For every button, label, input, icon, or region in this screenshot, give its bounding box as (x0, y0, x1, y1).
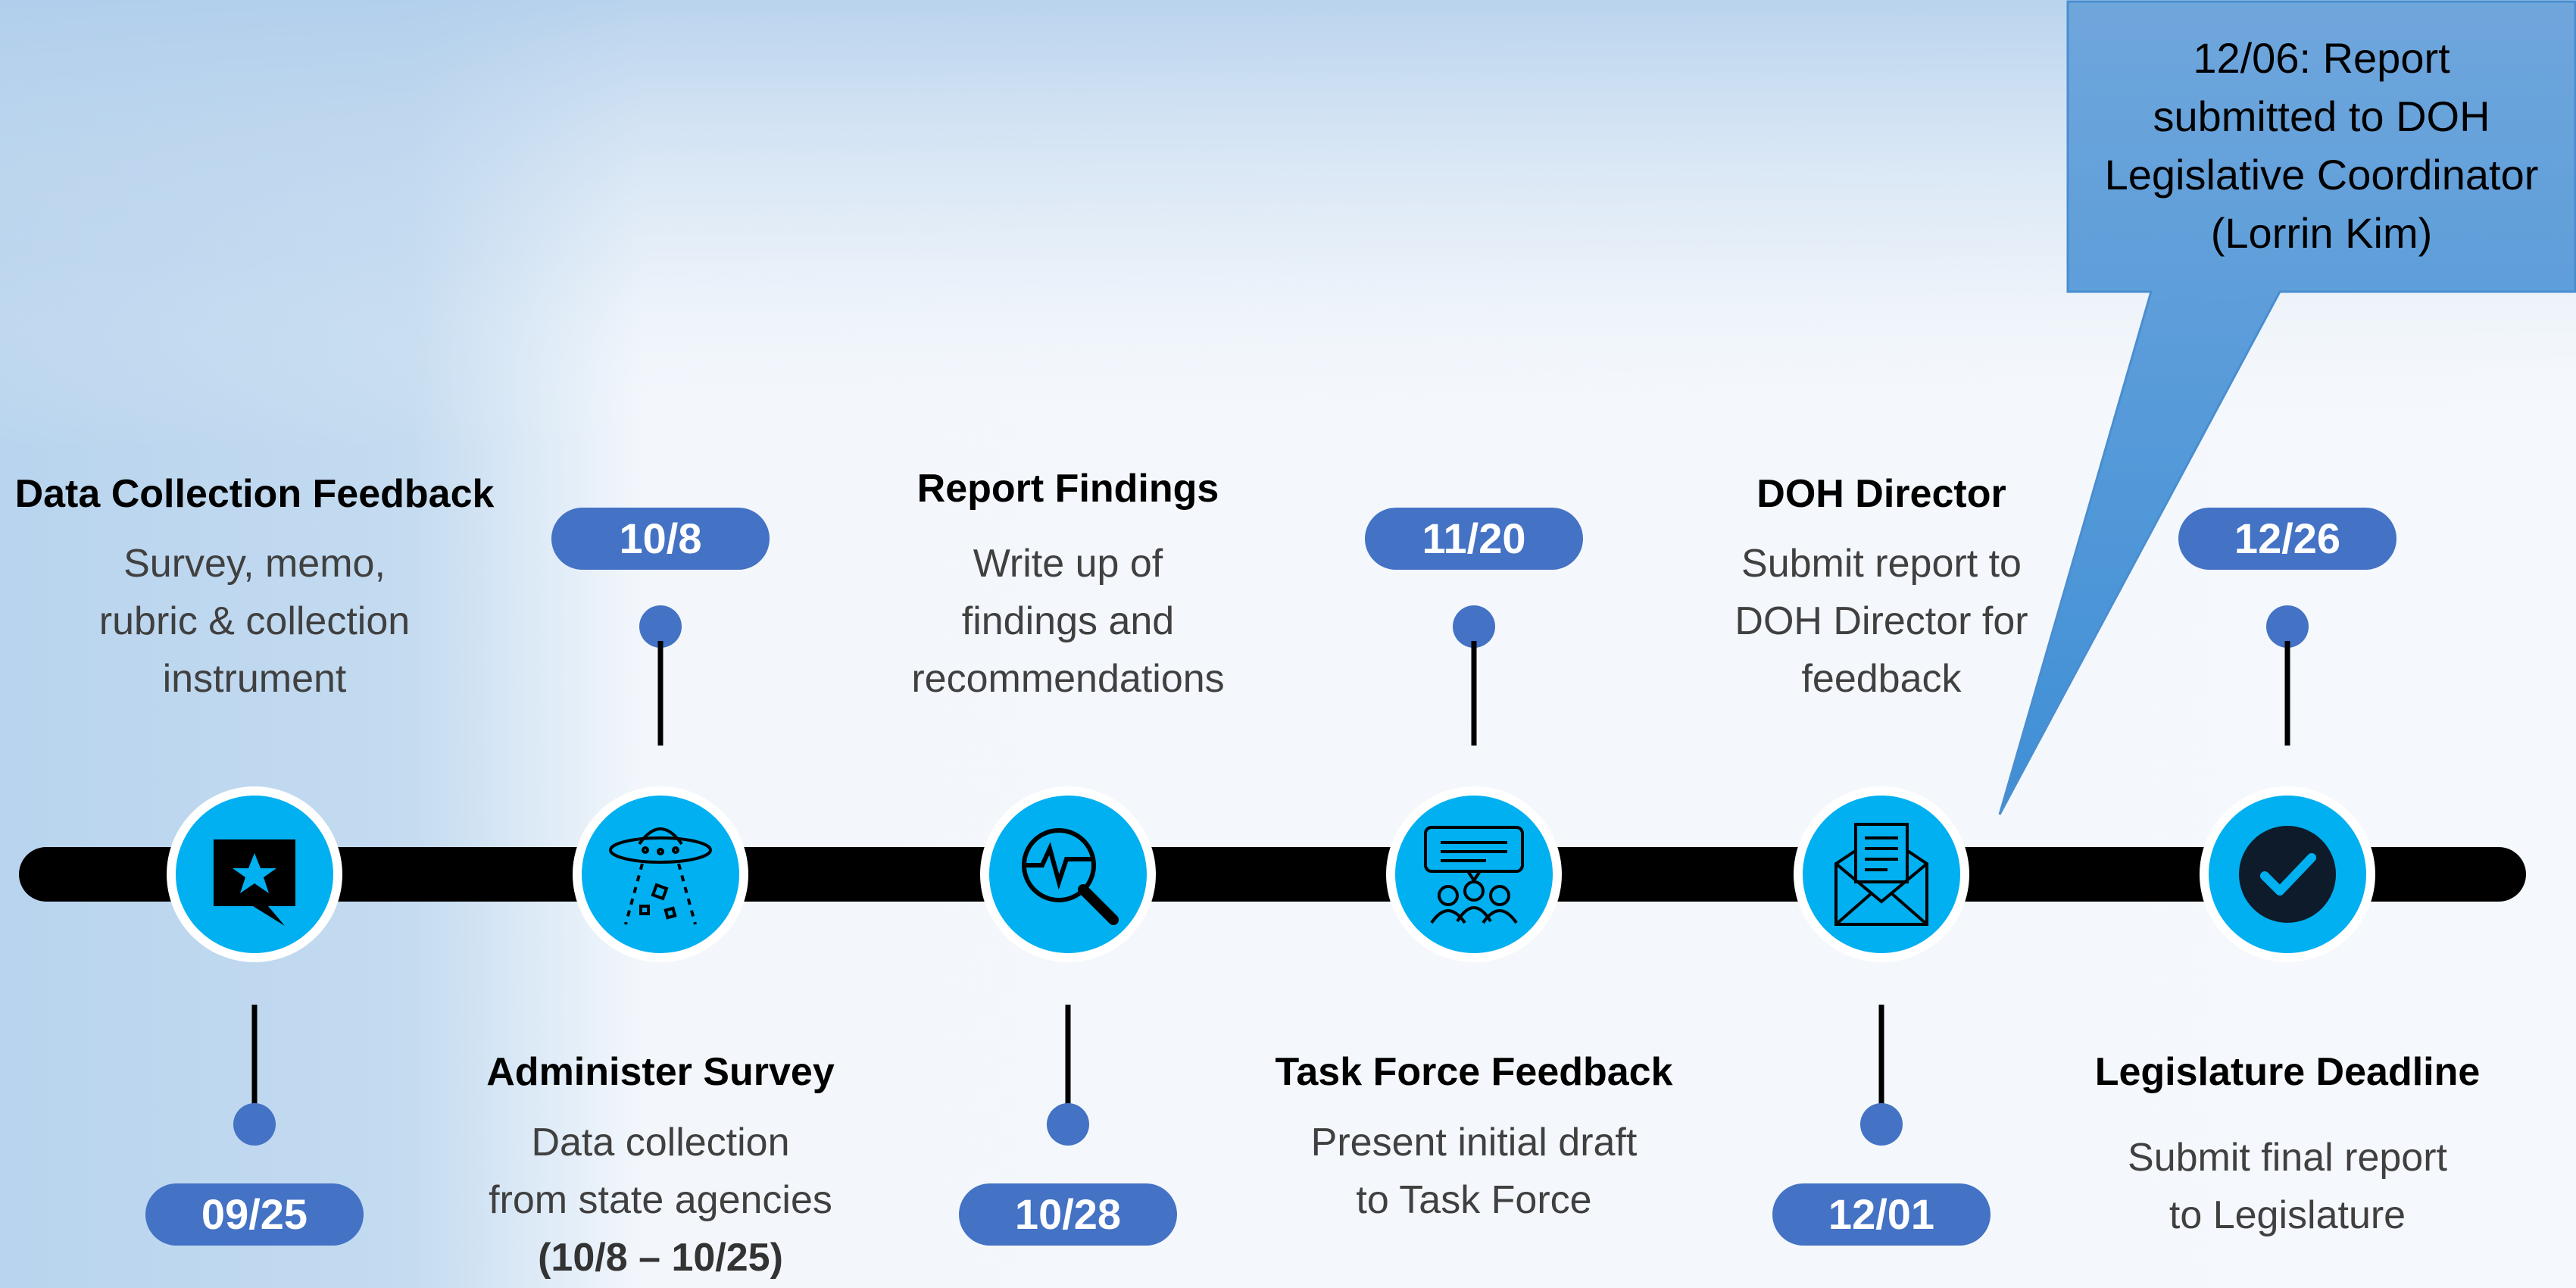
milestone-icon-circle (1395, 796, 1553, 953)
milestone-desc: Present initial draft to Task Force (1311, 1114, 1638, 1229)
desc-line: Data collection (531, 1121, 790, 1165)
desc-line: Write up of (973, 542, 1163, 586)
desc-line: to Task Force (1356, 1178, 1592, 1222)
milestone-icon-circle (1803, 796, 1960, 953)
chat-star-icon (214, 839, 295, 926)
milestone-dot (1453, 605, 1495, 648)
timeline-bar (19, 847, 2526, 902)
desc-line: from state agencies (489, 1178, 832, 1222)
callout-line: (Lorrin Kim) (2210, 209, 2433, 257)
desc-line: recommendations (911, 657, 1225, 701)
desc-line: findings and (961, 599, 1175, 643)
desc-line: Present initial draft (1310, 1121, 1638, 1165)
desc-line: rubric & collection (98, 599, 411, 643)
milestone-title: Data Collection Feedback (14, 472, 495, 516)
milestone-desc: Submit final report to Legislature (2128, 1129, 2447, 1244)
milestone-icon-circle (176, 796, 333, 953)
checkmark-icon (2239, 826, 2336, 923)
milestone-icon-circle (989, 796, 1147, 953)
date-pill: 10/8 (551, 508, 770, 570)
desc-line: instrument (162, 657, 347, 701)
milestone-title: Legislature Deadline (2094, 1050, 2481, 1094)
milestone-title: Task Force Feedback (1275, 1050, 1673, 1094)
milestone-stem (2284, 641, 2290, 746)
callout-text: 12/06: Report submitted to DOH Legislati… (2068, 29, 2575, 262)
date-pill: 12/26 (2178, 508, 2396, 570)
date-pill: 11/20 (1365, 508, 1583, 570)
milestone-title: Administer Survey (486, 1050, 835, 1094)
date-pill: 09/25 (145, 1183, 364, 1246)
desc-line: Submit report to (1741, 542, 2022, 586)
milestone-dot (233, 1103, 276, 1146)
milestone-dot (1047, 1103, 1089, 1146)
milestone-icon-circle (582, 796, 739, 953)
callout-line: submitted to DOH (2153, 92, 2490, 140)
desc-line: Submit final report (2128, 1136, 2447, 1180)
milestone-title: DOH Director (1756, 472, 2006, 516)
group-presentation-icon (1424, 826, 1524, 924)
milestone-title: Report Findings (916, 467, 1219, 511)
ufo-icon (609, 827, 712, 925)
milestone-stem (1471, 641, 1477, 746)
desc-line: Survey, memo, (123, 542, 386, 586)
milestone-dot (639, 605, 682, 648)
desc-line: to Legislature (2169, 1193, 2406, 1237)
milestone-desc: Submit report to DOH Director for feedback (1735, 535, 2028, 708)
magnifier-chart-icon (1022, 828, 1119, 925)
milestone-stem (1878, 1005, 1884, 1111)
milestone-desc: Write up of findings and recommendations (911, 535, 1224, 708)
milestone-desc: Survey, memo, rubric & collection instrume… (99, 535, 410, 708)
desc-date-range: (10/8 – 10/25) (538, 1236, 783, 1280)
envelope-letter-icon (1834, 823, 1928, 926)
milestone-desc: Data collection from state agencies (10/8 … (489, 1114, 832, 1286)
milestone-icon-circle (2209, 796, 2366, 953)
callout-line: Legislative Coordinator (2104, 151, 2539, 199)
desc-line: feedback (1801, 657, 1962, 701)
desc-line: DOH Director for (1735, 599, 2028, 643)
date-pill: 10/28 (959, 1183, 1177, 1246)
milestone-stem (657, 641, 664, 746)
milestone-dot (2266, 605, 2309, 648)
callout-line: 12/06: Report (2193, 34, 2450, 82)
milestone-stem (251, 1005, 258, 1111)
milestone-stem (1065, 1005, 1071, 1111)
date-pill: 12/01 (1772, 1183, 1991, 1246)
milestone-dot (1860, 1103, 1903, 1146)
